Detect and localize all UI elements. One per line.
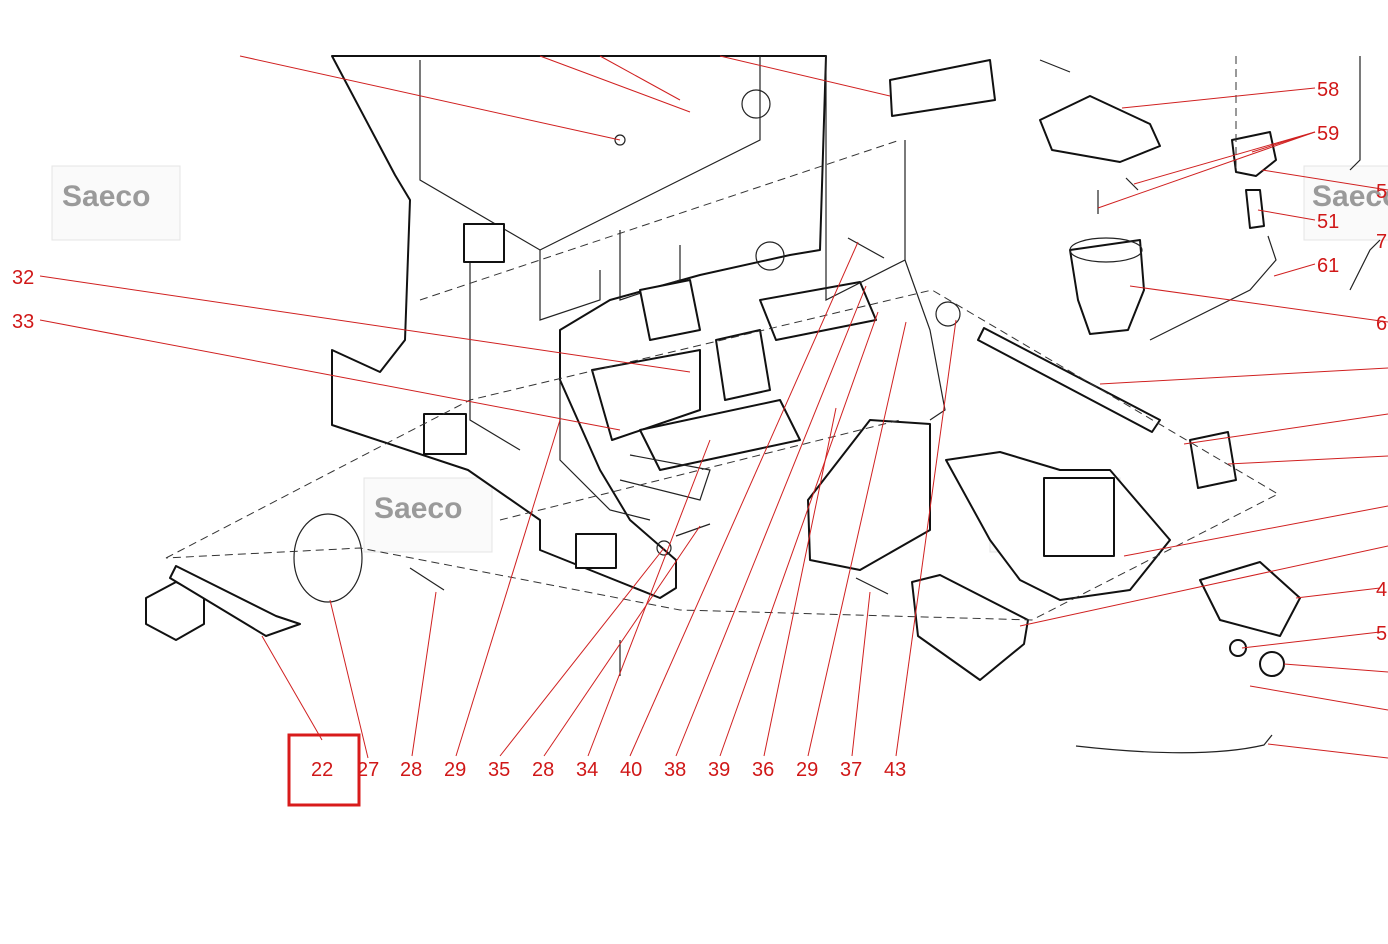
leader-lines <box>39 55 1388 759</box>
callout-51: 51 <box>1317 211 1339 233</box>
watermark-1: Saeco <box>51 165 181 241</box>
callout-58: 58 <box>1317 79 1339 101</box>
callout-43: 43 <box>884 759 906 781</box>
highlight-box-22[interactable] <box>287 733 361 807</box>
callout-38: 38 <box>664 759 686 781</box>
callout-33: 33 <box>12 311 34 333</box>
callout-39: 39 <box>708 759 730 781</box>
watermark-5: Saeco <box>1303 165 1388 241</box>
callout-32: 32 <box>12 267 34 289</box>
watermark-text-3: Saeco <box>374 492 462 525</box>
callout-5-bottom: 5 <box>1376 623 1387 645</box>
callout-40: 40 <box>620 759 642 781</box>
callout-36: 36 <box>752 759 774 781</box>
callout-6: 6 <box>1376 313 1387 335</box>
callout-7: 7 <box>1376 231 1387 253</box>
callout-4: 4 <box>1376 579 1387 601</box>
callout-22: 22 <box>311 759 333 781</box>
callout-5-top: 5 <box>1376 181 1387 203</box>
machine-frame <box>145 55 1381 754</box>
callout-28-a: 28 <box>400 759 422 781</box>
watermark-text-5: Saeco <box>1312 180 1388 213</box>
callout-61: 61 <box>1317 255 1339 277</box>
watermark-text-1: Saeco <box>62 180 150 213</box>
callout-28-b: 28 <box>532 759 554 781</box>
callout-labels: 58 59 5 51 7 61 6 32 33 4 5 22 27 28 29 … <box>12 79 1387 781</box>
callout-35: 35 <box>488 759 510 781</box>
callout-27: 27 <box>357 759 379 781</box>
callout-29-a: 29 <box>444 759 466 781</box>
callout-59: 59 <box>1317 123 1339 145</box>
callout-29-b: 29 <box>796 759 818 781</box>
watermark-3: Saeco <box>363 477 493 553</box>
callout-37: 37 <box>840 759 862 781</box>
callout-34: 34 <box>576 759 598 781</box>
